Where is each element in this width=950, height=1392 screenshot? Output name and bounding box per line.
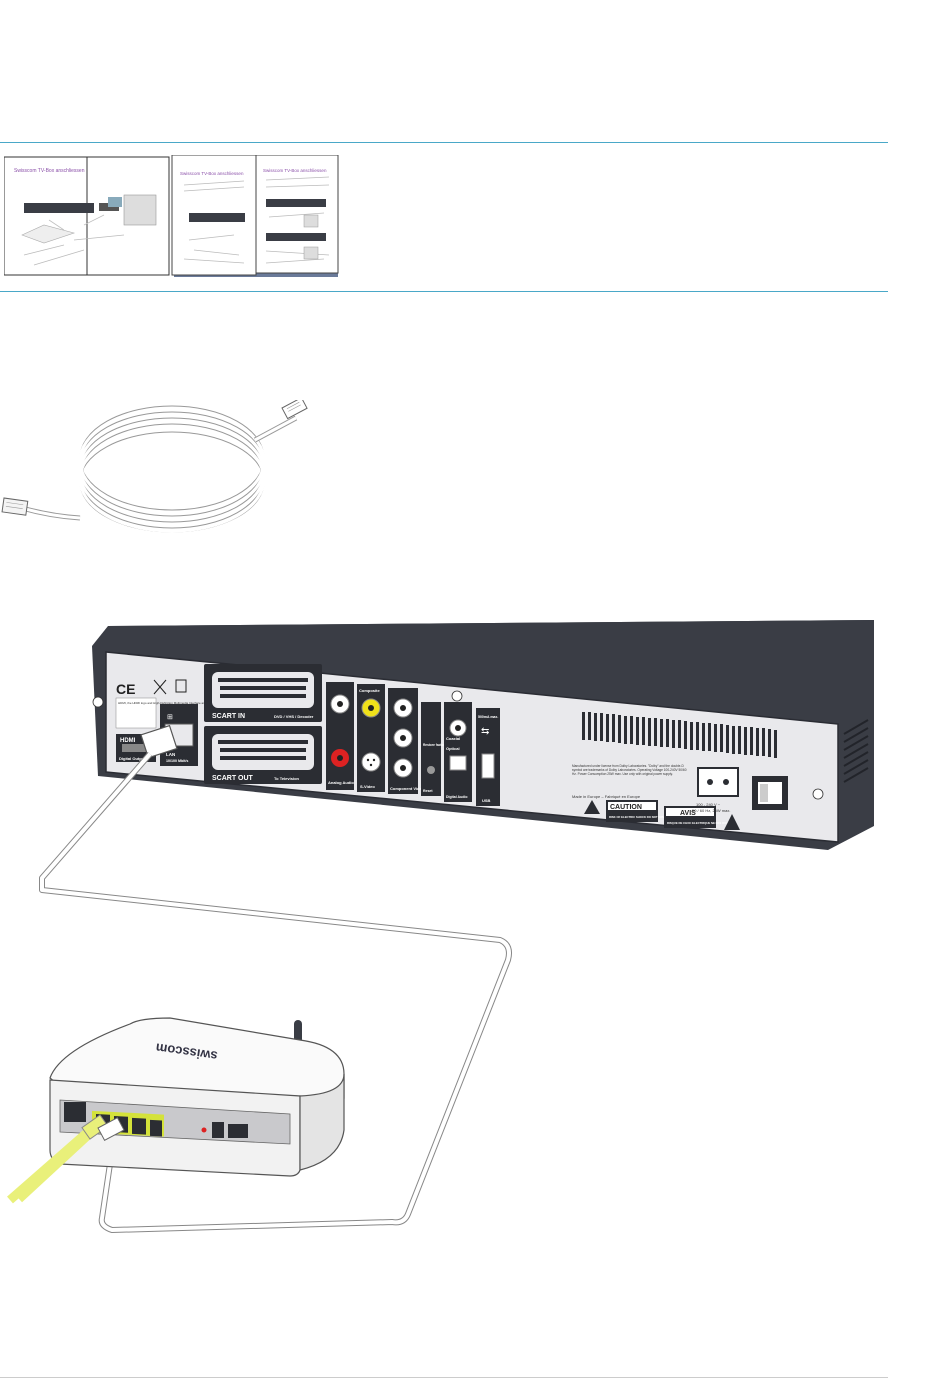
- bottom-rule-booklet: [0, 291, 888, 292]
- manufacturer-notice: Manufactured under license from Dolby La…: [572, 764, 687, 776]
- scart-in-sub: DVD / VHS / Decoder: [274, 714, 314, 719]
- made-in-label: Made in Europe – Fabriqué en Europe: [572, 794, 641, 799]
- router-illustration: swisscom: [7, 1017, 345, 1204]
- caution-sub: RISK OF ELECTRIC SHOCK DO NOT OPEN: [609, 815, 666, 819]
- avis-label: AVIS: [680, 810, 696, 817]
- page-bottom-rule: [0, 1377, 888, 1378]
- svg-text:⇆: ⇆: [481, 726, 489, 737]
- optical-label: Optical: [446, 746, 460, 751]
- set-top-box-rear: CE HDMI, the HDMI logo and High-Definiti…: [92, 620, 874, 850]
- booklet-thumbnail: Swisscom TV-Box anschliessen Swisscom TV…: [4, 155, 339, 277]
- svg-text:CE: CE: [116, 681, 135, 697]
- usb-max-label: 500mA max.: [478, 715, 498, 719]
- usb-label: USB: [482, 798, 491, 803]
- hdmi-sub: Digital Output: [119, 756, 146, 761]
- hdmi-notice: HDMI, the HDMI logo and High-Definition …: [118, 701, 288, 705]
- coiled-cable-illustration: [1, 400, 308, 533]
- power-rating1: 100 - 240 V ~: [696, 802, 721, 807]
- caution-label: CAUTION: [610, 804, 642, 811]
- power-rating2: 50 / 60 Hz, 25W max.: [692, 808, 730, 813]
- scart-in-label: SCART IN: [212, 713, 245, 720]
- component-video-label: Component Video: [390, 786, 425, 791]
- svg-text:⊞: ⊞: [167, 714, 173, 721]
- hdmi-label: HDMI: [120, 738, 136, 744]
- booklet-page2-title: Swisscom TV-Box anschliessen: [180, 171, 244, 176]
- composite-label: Composite: [359, 688, 380, 693]
- booklet-page3-title: Swisscom TV-Box anschliessen: [263, 168, 327, 173]
- svideo-label: S-Video: [360, 784, 375, 789]
- reset-label: Reset: [423, 789, 433, 793]
- scart-out-sub: To Television: [274, 776, 300, 781]
- lan-label: LAN: [166, 752, 175, 757]
- avis-sub: RISQUE DE CHOC ELECTRIQUE NE PAS OUVRIR: [667, 821, 733, 825]
- scart-out-label: SCART OUT: [212, 775, 254, 782]
- booklet-page1-title: Swisscom TV-Box anschliessen: [14, 168, 85, 174]
- coaxial-label: Coaxial: [446, 736, 460, 741]
- network-cable: [39, 752, 512, 1233]
- analog-audio-label: Analog Audio: [328, 780, 354, 785]
- digital-audio-label: Digital Audio: [446, 795, 467, 799]
- top-rule: [0, 142, 888, 143]
- lan-sub: 10/100 Mbit/s: [166, 759, 188, 763]
